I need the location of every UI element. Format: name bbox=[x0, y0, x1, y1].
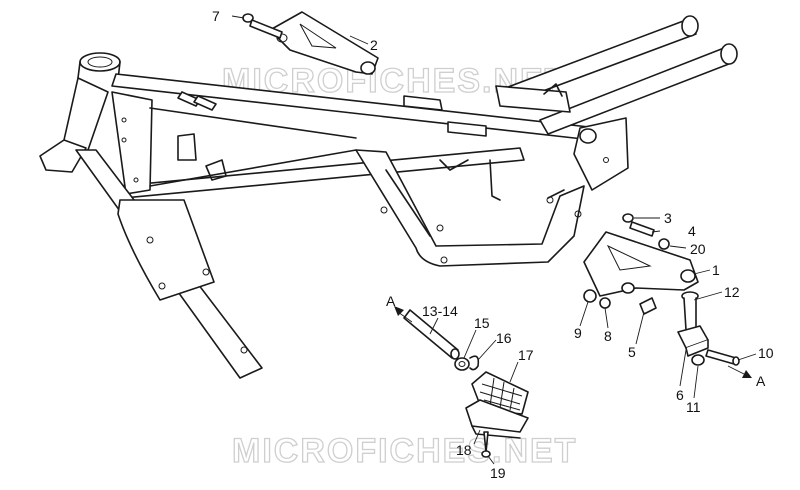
callout-10: 10 bbox=[758, 345, 774, 361]
part-8-washer bbox=[599, 297, 611, 309]
callout-6: 6 bbox=[676, 387, 684, 403]
part-1-bracket bbox=[583, 231, 699, 297]
part-9-nut bbox=[583, 289, 597, 303]
callout-3: 3 bbox=[664, 210, 672, 226]
callout-13-14: 13-14 bbox=[422, 303, 458, 319]
part-11-nut bbox=[691, 354, 705, 366]
arrow-label-left: A bbox=[386, 293, 396, 309]
down-tube-plate bbox=[117, 199, 215, 301]
callout-5: 5 bbox=[628, 344, 636, 360]
callout-11: 11 bbox=[686, 399, 701, 415]
callout-numbers: 7 2 3 4 20 1 12 9 8 5 10 6 11 13-14 15 1… bbox=[212, 8, 774, 481]
part-19-screw bbox=[483, 431, 489, 453]
cross-member bbox=[495, 85, 571, 113]
part-2-bracket bbox=[269, 11, 379, 75]
callout-8: 8 bbox=[604, 328, 612, 344]
inner-brace bbox=[149, 107, 357, 139]
part-10-bolt bbox=[705, 349, 737, 365]
callout-20: 20 bbox=[690, 241, 706, 257]
part-20-nut bbox=[658, 238, 670, 250]
rear-rail-lower bbox=[539, 47, 735, 135]
callout-17: 17 bbox=[518, 347, 534, 363]
rear-frame-plate bbox=[573, 117, 629, 191]
part-16-clip bbox=[469, 355, 480, 371]
watermark-bottom: MICROFICHES.NET bbox=[232, 432, 577, 470]
motorcycle-frame bbox=[39, 15, 738, 379]
arrow-a-left: A bbox=[386, 293, 413, 323]
callout-1: 1 bbox=[712, 262, 720, 278]
callout-18: 18 bbox=[456, 442, 472, 458]
steering-head bbox=[39, 52, 121, 173]
callout-2: 2 bbox=[370, 37, 378, 53]
part-18-footpeg bbox=[465, 399, 529, 439]
callout-7: 7 bbox=[212, 8, 220, 24]
tank-bracket-1 bbox=[403, 95, 443, 111]
callout-19: 19 bbox=[490, 465, 506, 481]
callout-12: 12 bbox=[724, 284, 740, 300]
front-gusset bbox=[111, 91, 153, 195]
part-12-pin bbox=[681, 291, 699, 331]
callout-16: 16 bbox=[496, 330, 512, 346]
part-3-washer bbox=[622, 213, 634, 223]
part-5-spacer bbox=[639, 297, 657, 315]
callout-9: 9 bbox=[574, 325, 582, 341]
arrow-a-right: A bbox=[727, 365, 766, 389]
callout-15: 15 bbox=[474, 315, 490, 331]
part-4-bolt bbox=[629, 221, 655, 237]
arrow-label-right: A bbox=[756, 373, 766, 389]
tank-bracket-2 bbox=[447, 121, 487, 137]
leader-lines bbox=[231, 15, 757, 465]
part-15-washer bbox=[454, 357, 470, 371]
lower-cradle bbox=[355, 149, 585, 267]
callout-4: 4 bbox=[688, 223, 696, 239]
